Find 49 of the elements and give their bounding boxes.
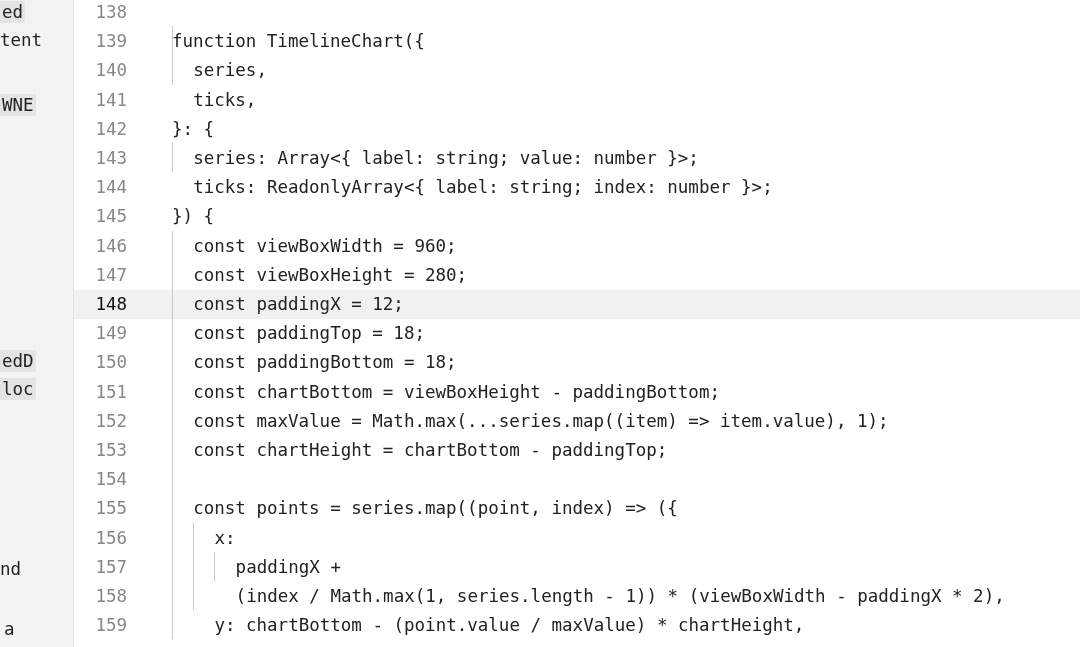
- line-number: 144: [94, 176, 127, 199]
- line-number: 140: [94, 59, 127, 82]
- code-line: const points = series.map((point, index) => ({: [193, 497, 678, 520]
- code-line: function TimelineChart({: [172, 30, 425, 53]
- code-line: const viewBoxHeight = 280;: [193, 263, 468, 286]
- line-number: 139: [94, 30, 127, 53]
- line-number: 146: [94, 234, 127, 257]
- code-line: const paddingX = 12;: [193, 293, 404, 315]
- line-number: 145: [94, 205, 127, 228]
- file-name-fragment: nd: [0, 558, 22, 580]
- code-line: series,: [193, 59, 267, 82]
- code-line: const viewBoxWidth = 960;: [193, 234, 457, 257]
- code-line: const maxValue = Math.max(...series.map((item) => item.value), 1);: [193, 409, 889, 432]
- code-line: const chartHeight = chartBottom - paddingTop;: [193, 439, 668, 461]
- code-line: series: Array<{ label: string; value: number }>;: [193, 147, 699, 169]
- line-number: 141: [94, 88, 127, 111]
- code-line: }) {: [172, 205, 215, 228]
- line-number: 151: [94, 380, 127, 403]
- line-number: 147: [94, 263, 127, 286]
- line-number: 152: [94, 409, 127, 432]
- file-name-fragment: loc: [0, 378, 36, 400]
- line-number: 142: [94, 117, 127, 140]
- line-number: 159: [94, 614, 127, 637]
- code-line: y: chartBottom - (point.value / maxValue) * chartHeight,: [214, 614, 805, 637]
- line-number: 143: [94, 147, 127, 169]
- file-name-fragment: edD: [0, 350, 36, 372]
- code-line: }: {: [172, 117, 215, 140]
- file-name-fragment: ed: [0, 1, 26, 23]
- line-number: 138: [94, 1, 127, 23]
- code-line: ticks,: [193, 88, 257, 111]
- code-line: paddingX +: [235, 555, 341, 578]
- line-number: 150: [94, 351, 127, 374]
- file-name-fragment: WNE: [0, 94, 36, 116]
- code-line: const chartBottom = viewBoxHeight - paddingBottom;: [193, 380, 720, 403]
- file-name-fragment: tent: [0, 29, 43, 51]
- line-number: 154: [94, 468, 127, 491]
- file-name-fragment: a: [4, 618, 15, 640]
- code-line: ticks: ReadonlyArray<{ label: string; index: number }>;: [193, 176, 773, 199]
- line-number: 157: [94, 555, 127, 578]
- code-line: x:: [214, 526, 236, 549]
- line-number: 153: [94, 439, 127, 461]
- line-number: 158: [94, 585, 127, 607]
- line-number: 148: [94, 293, 127, 315]
- code-line: const paddingBottom = 18;: [193, 351, 457, 374]
- code-line: const paddingTop = 18;: [193, 322, 425, 345]
- line-number: 155: [94, 497, 127, 520]
- line-number: 156: [94, 526, 127, 549]
- code-line: (index / Math.max(1, series.length - 1)) * (viewBoxWidth - paddingX * 2),: [235, 585, 1005, 607]
- line-number: 149: [94, 322, 127, 345]
